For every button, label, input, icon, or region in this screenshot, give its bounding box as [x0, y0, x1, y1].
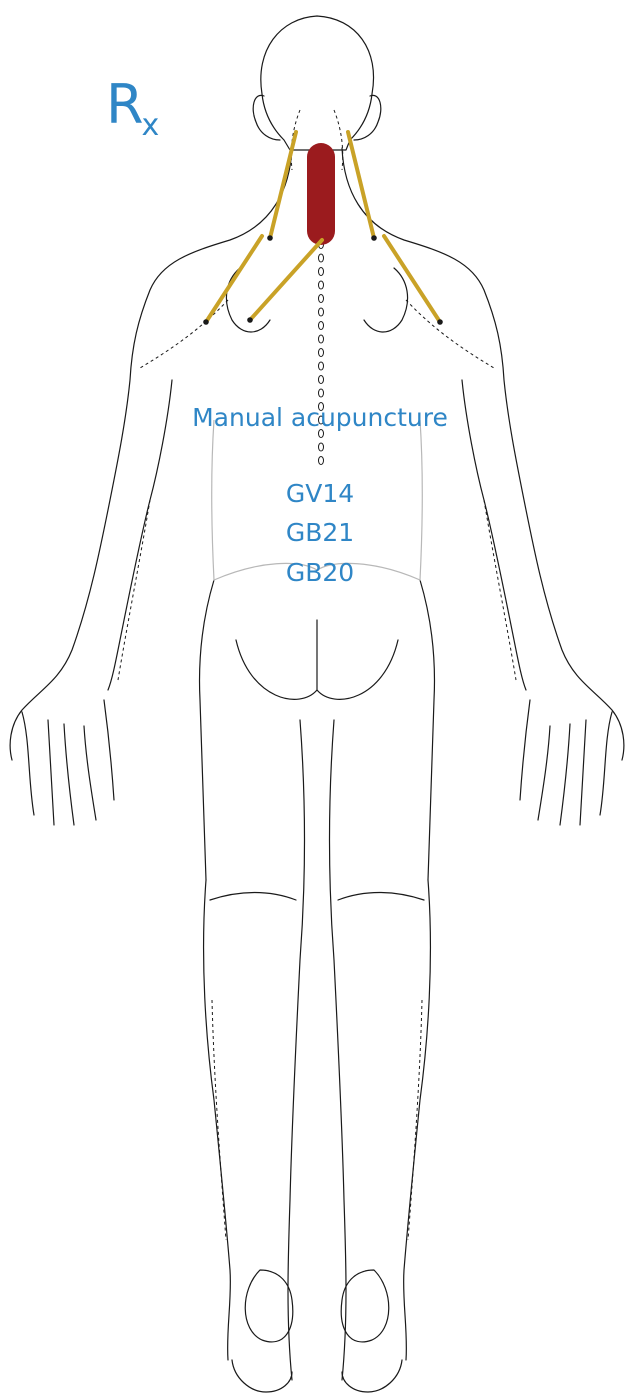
vertebra: [319, 322, 324, 330]
right-foot: [342, 1360, 402, 1392]
vertebra: [319, 376, 324, 384]
neck-highlight: [307, 143, 335, 245]
right-heel: [341, 1270, 389, 1342]
torso-left: [10, 148, 292, 760]
left-heel: [245, 1270, 293, 1342]
right-leg: [330, 720, 431, 1380]
point-label-gv14: GV14: [250, 479, 390, 508]
left-ear: [253, 95, 280, 140]
vertebra: [319, 362, 324, 370]
right-knee-crease: [338, 893, 424, 901]
right-hip: [420, 580, 434, 880]
vertebra: [319, 281, 324, 289]
treatment-title: Manual acupuncture: [150, 403, 490, 432]
rx-sub: x: [142, 108, 160, 143]
dashed-contour-right: [334, 110, 516, 1240]
vertebra: [319, 254, 324, 262]
point-label-gb21: GB21: [250, 518, 390, 547]
left-knee-crease: [210, 893, 296, 901]
left-leg: [204, 720, 305, 1380]
needle-icon: [247, 240, 322, 323]
left-hand: [22, 700, 114, 825]
needle-icon: [267, 132, 296, 241]
vertebra: [319, 295, 324, 303]
vertebra: [319, 443, 324, 451]
right-scapula: [364, 268, 408, 332]
vertebra: [319, 349, 324, 357]
needle-icon: [348, 132, 377, 241]
needle-icon: [203, 236, 262, 325]
right-ear: [354, 95, 381, 140]
left-foot: [232, 1360, 292, 1392]
vertebra: [319, 335, 324, 343]
vertebra: [319, 389, 324, 397]
vertebra: [319, 268, 324, 276]
rx-main: R: [106, 73, 144, 136]
dashed-contour-left: [118, 110, 300, 1240]
left-hip: [200, 580, 214, 880]
vertebra: [319, 308, 324, 316]
point-label-gb20: GB20: [250, 558, 390, 587]
head-outline: [261, 16, 374, 150]
vertebra: [319, 457, 324, 465]
right-hand: [520, 700, 612, 825]
rx-symbol: Rx: [106, 78, 161, 132]
